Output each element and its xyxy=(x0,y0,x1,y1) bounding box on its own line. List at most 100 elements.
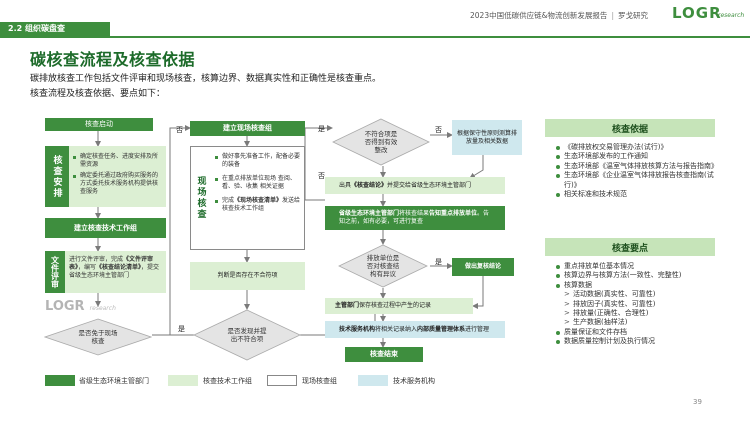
arrange-item: 确定核查任务、进度安排及所需资源 xyxy=(73,153,163,169)
basis-item: 《碳排放权交易管理办法(试行)》 xyxy=(555,143,715,152)
basis-title: 核查依据 xyxy=(545,119,715,137)
legend-label: 核查技术工作组 xyxy=(203,377,252,385)
label-yes-exempt: 是 xyxy=(178,325,185,333)
legend: 省级生态环境主管部门 核查技术工作组 现场核查组 技术服务机构 xyxy=(45,375,525,387)
legend-swatch xyxy=(168,375,198,386)
intro-line-2: 核查流程及核查依据、要点如下： xyxy=(30,89,166,99)
page-title: 碳核查流程及核查依据 xyxy=(30,50,196,69)
logo-text: LOGR xyxy=(672,4,722,22)
basis-item: 相关标准和技术规范 xyxy=(555,190,715,199)
objection-text: 排放单位是否对核查结构有异议 xyxy=(366,254,400,278)
basis-item: 生态环境部发布的工作通知 xyxy=(555,152,715,161)
end-box: 核查结束 xyxy=(345,347,423,362)
doc-review-label-box: 文件评审 xyxy=(45,251,65,293)
header-divider: | xyxy=(611,11,614,20)
recheck-box: 做出复核结论 xyxy=(452,258,514,276)
site-item: 在重点排放单位现场 查阅、看、验、收集 相关证据 xyxy=(215,175,303,191)
doc-review-panel xyxy=(45,251,166,293)
legend-swatch xyxy=(267,375,297,386)
site-team-box: 建立现场核查组 xyxy=(190,121,305,136)
section-label: 2.2 组织碳盘查 xyxy=(8,24,65,33)
basis-list: 《碳排放权交易管理办法(试行)》 生态环境部发布的工作通知 生态环境部《温室气体… xyxy=(555,143,718,199)
points-title: 核查要点 xyxy=(545,238,715,256)
legend-label: 现场核查组 xyxy=(302,377,337,385)
watermark-brand: LOGR xyxy=(45,299,85,314)
label-yes-objection: 是 xyxy=(435,258,442,266)
doc-review-b2: 《核查结论清单》 xyxy=(96,264,142,271)
issue-conclusion-post: 并提交给省级生态环境主管部门 xyxy=(387,181,472,189)
build-team-box: 建立核查技术工作组 xyxy=(45,218,166,238)
label-no-exempt: 否 xyxy=(176,126,183,134)
label-no-nonconform: 否 xyxy=(435,126,442,134)
watermark: LOGR research xyxy=(45,295,116,314)
publisher-name: 罗戈研究 xyxy=(617,11,648,20)
site-item: 完成《现场核查清单》发送给核查技术工作组 xyxy=(215,197,303,213)
issue-conclusion-pre: 出具 xyxy=(339,181,352,189)
points-item: 核算数据 xyxy=(555,281,720,290)
site-item3-post: 发送给核查技术工作组 xyxy=(222,197,301,212)
header-rule xyxy=(0,36,750,38)
logo-sub: research xyxy=(718,12,745,19)
site-panel xyxy=(190,146,305,250)
notify-post: 。告知之前，如有必要，可进行复查 xyxy=(339,210,490,225)
page-number: 39 xyxy=(693,398,702,406)
points-sub-item: 排放因子(真实性、可靠性) xyxy=(555,300,720,310)
archive-post: 保存核查过程中产生的记录 xyxy=(359,302,432,309)
site-list: 做好事先准备工作，配备必要的装备 在重点排放单位现场 查阅、看、验、收集 相关证… xyxy=(215,153,303,213)
points-item: 重点排放单位基本情况 xyxy=(555,262,720,271)
site-item: 做好事先准备工作，配备必要的装备 xyxy=(215,153,303,169)
exempt-decision: 是否免于现场核查 xyxy=(44,318,152,356)
section-tab xyxy=(0,22,110,36)
start-box: 核查启动 xyxy=(45,118,153,131)
site-item3-b: 《现场核查清单》 xyxy=(234,197,283,204)
issue-conclusion-box: 出具《核查结论》并提交给省级生态环境主管部门 xyxy=(325,177,505,194)
arrange-label-box: 核查安排 xyxy=(45,146,69,207)
doc-review-post: ，提交省级生态环境主管部门 xyxy=(69,264,160,279)
tech-post: 进行管理 xyxy=(465,325,490,333)
points-list: 重点排放单位基本情况 核算边界与核算方法(一致性、完整性) 核算数据 活动数据(… xyxy=(555,262,720,347)
recalc-box: 根据保守性原则测算排放量及相关数据 xyxy=(452,120,522,155)
arrange-item: 确定委托通过政府购买服务的方式委托技术服务机构提供核查服务 xyxy=(73,172,163,196)
notify-b2: 告知重点排放单位 xyxy=(429,210,478,217)
objection-decision: 排放单位是否对核查结构有异议 xyxy=(338,244,428,288)
found-decision: 是否发现并提出不符合项 xyxy=(193,309,301,361)
points-sub-item: 生产数据(抽样法) xyxy=(555,318,720,328)
doc-review-b1: 《文件评审表》 xyxy=(69,256,154,271)
report-title: 2023中国低碳供应链&物流创新发展报告 | 罗戈研究 xyxy=(470,10,648,21)
notify-mid: 将核查结果 xyxy=(399,210,430,217)
points-sub-item: 活动数据(真实性、可靠性) xyxy=(555,290,720,300)
site-label: 现场核查 xyxy=(195,176,206,220)
site-item3-pre: 完成 xyxy=(222,197,235,204)
label-yes-found: 是 xyxy=(318,125,325,133)
nonconform-text: 不符合项是否得到有效整改 xyxy=(364,130,398,154)
intro-line-1: 碳排放核查工作包括文件评审和现场核查，核算边界、数据真实性和正确性是核查重点。 xyxy=(30,74,382,84)
legend-label: 技术服务机构 xyxy=(393,377,435,385)
exempt-text: 是否免于现场核查 xyxy=(78,329,118,345)
issue-conclusion-b: 《核查结论》 xyxy=(351,181,388,189)
doc-review-text: 进行文件评审，完成《文件评审表》，编写《核查结论清单》，提交省级生态环境主管部门 xyxy=(69,256,164,280)
doc-review-pre: 进行文件评审，完成 xyxy=(69,256,124,263)
notify-b1: 省级生态环境主管部门 xyxy=(339,210,400,217)
tech-b: 技术服务机构 xyxy=(339,325,376,333)
arrange-label: 核查安排 xyxy=(51,154,62,199)
nonconform-decision: 不符合项是否得到有效整改 xyxy=(332,118,430,166)
legend-label: 省级生态环境主管部门 xyxy=(79,377,149,385)
archive-b: 主管部门 xyxy=(335,302,360,309)
points-item: 数据质量控制计划及执行情况 xyxy=(555,337,720,346)
points-sub-item: 排放量(正确性、合理性) xyxy=(555,309,720,319)
tech-mid: 将相关记录纳入 xyxy=(375,325,418,333)
watermark-sub: research xyxy=(89,305,116,312)
points-item: 质量保证和文件存档 xyxy=(555,328,720,337)
basis-item: 生态环境部《企业温室气体排放报告核查指南(试行)》 xyxy=(555,171,715,190)
found-text: 是否发现并提出不符合项 xyxy=(227,327,267,343)
tech-box: 技术服务机构将相关记录纳入内部质量管理体系进行管理 xyxy=(325,321,505,338)
points-item: 核算边界与核算方法(一致性、完整性) xyxy=(555,271,720,280)
logo: LOGR research xyxy=(672,4,744,26)
report-title-text: 2023中国低碳供应链&物流创新发展报告 xyxy=(470,11,608,20)
legend-swatch xyxy=(45,375,75,386)
judge-box: 判断是否存在不合符项 xyxy=(190,262,305,290)
site-label-box: 现场核查 xyxy=(190,146,212,250)
doc-review-label: 文件评审 xyxy=(50,256,60,288)
basis-item: 生态环境部《温室气体排放核算方法与报告指南》 xyxy=(555,162,718,171)
tech-b2: 内部质量管理体系 xyxy=(417,325,466,333)
